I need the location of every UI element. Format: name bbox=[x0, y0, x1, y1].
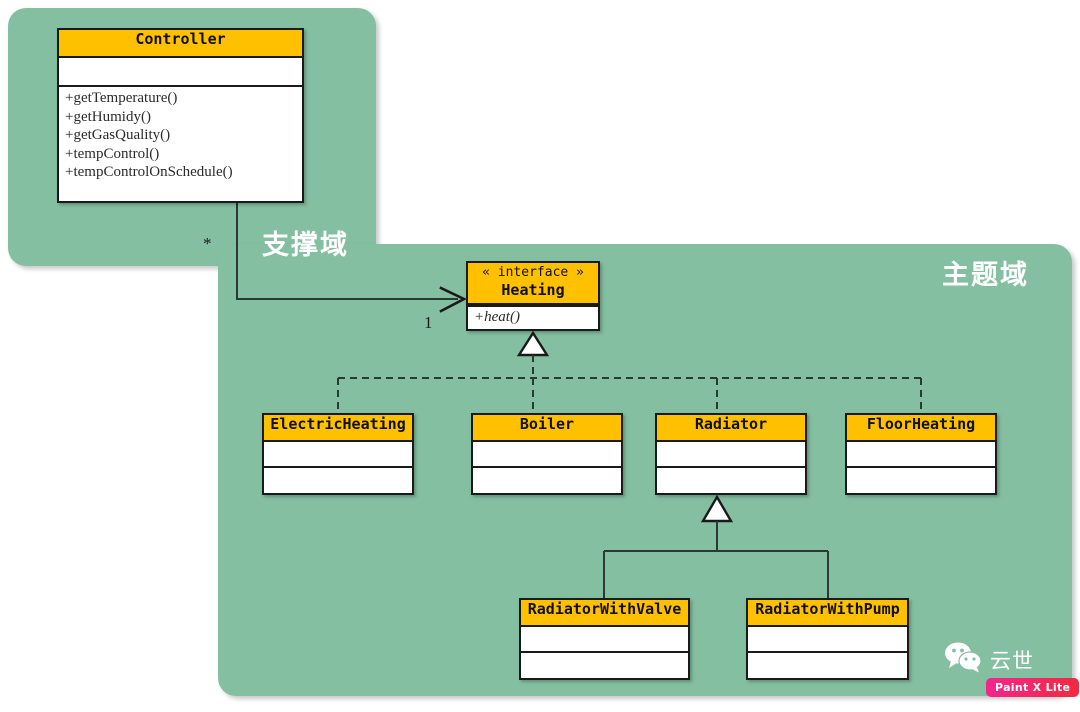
subject-domain-label: 主题域 bbox=[942, 260, 1029, 291]
class-operations-floorheating bbox=[847, 468, 995, 493]
class-header-controller: Controller bbox=[59, 30, 302, 58]
class-box-radiator[interactable]: Radiator bbox=[655, 413, 807, 495]
class-header-radiator: Radiator bbox=[657, 415, 805, 442]
class-operations-radiatorwithvalve bbox=[521, 653, 688, 678]
class-header-heating: « interface » Heating bbox=[468, 263, 598, 305]
operation-line: +tempControl() bbox=[65, 145, 160, 162]
class-box-radiatorwithpump[interactable]: RadiatorWithPump bbox=[746, 598, 909, 680]
operation-line: +tempControlOnSchedule() bbox=[65, 164, 233, 180]
class-attributes-radiatorwithpump bbox=[748, 627, 907, 653]
operation-line: +getGasQuality() bbox=[65, 127, 171, 143]
multiplicity-source: * bbox=[203, 234, 212, 253]
class-operations-heating: +heat() bbox=[468, 305, 598, 329]
wechat-icon bbox=[944, 641, 984, 678]
class-name-electricheating: ElectricHeating bbox=[270, 415, 406, 433]
class-operations-radiator bbox=[657, 468, 805, 493]
class-box-electricheating[interactable]: ElectricHeating bbox=[262, 413, 414, 495]
operation-line: +heat() bbox=[474, 309, 520, 325]
class-operations-radiatorwithpump bbox=[748, 653, 907, 678]
class-attributes-radiatorwithvalve bbox=[521, 627, 688, 653]
class-box-heating[interactable]: « interface » Heating +heat() bbox=[466, 261, 600, 331]
class-header-radiatorwithvalve: RadiatorWithValve bbox=[521, 600, 688, 627]
class-name-boiler: Boiler bbox=[519, 415, 575, 433]
class-operations-boiler bbox=[473, 468, 621, 493]
class-name-radiator: Radiator bbox=[694, 415, 768, 433]
class-attributes-floorheating bbox=[847, 442, 995, 468]
class-header-radiatorwithpump: RadiatorWithPump bbox=[748, 600, 907, 627]
class-attributes-controller bbox=[59, 58, 302, 85]
class-operations-controller: +getTemperature() +getHumidy() +getGasQu… bbox=[59, 85, 302, 199]
class-box-floorheating[interactable]: FloorHeating bbox=[845, 413, 997, 495]
class-box-radiatorwithvalve[interactable]: RadiatorWithValve bbox=[519, 598, 690, 680]
paint-x-lite-badge: Paint X Lite bbox=[986, 678, 1080, 697]
class-name-controller: Controller bbox=[135, 30, 226, 48]
class-header-boiler: Boiler bbox=[473, 415, 621, 442]
multiplicity-target: 1 bbox=[424, 313, 433, 332]
class-name-radiatorwithpump: RadiatorWithPump bbox=[755, 600, 900, 618]
operation-line: +getHumidy() bbox=[65, 108, 151, 125]
class-header-floorheating: FloorHeating bbox=[847, 415, 995, 442]
class-name-radiatorwithvalve: RadiatorWithValve bbox=[527, 600, 682, 618]
class-box-boiler[interactable]: Boiler bbox=[471, 413, 623, 495]
class-header-electricheating: ElectricHeating bbox=[264, 415, 412, 442]
class-name-heating: Heating bbox=[501, 281, 565, 299]
wechat-watermark: 云世 bbox=[944, 641, 1034, 678]
wechat-account-name: 云世 bbox=[990, 648, 1034, 673]
class-operations-electricheating bbox=[264, 468, 412, 493]
stereotype-interface: « interface » bbox=[482, 265, 584, 280]
operation-line: +getTemperature() bbox=[65, 90, 178, 106]
class-box-controller[interactable]: Controller +getTemperature() +getHumidy(… bbox=[57, 28, 304, 203]
class-attributes-boiler bbox=[473, 442, 621, 468]
class-name-floorheating: FloorHeating bbox=[866, 415, 976, 433]
class-attributes-radiator bbox=[657, 442, 805, 468]
class-attributes-electricheating bbox=[264, 442, 412, 468]
support-domain-label: 支撑域 bbox=[262, 230, 349, 261]
